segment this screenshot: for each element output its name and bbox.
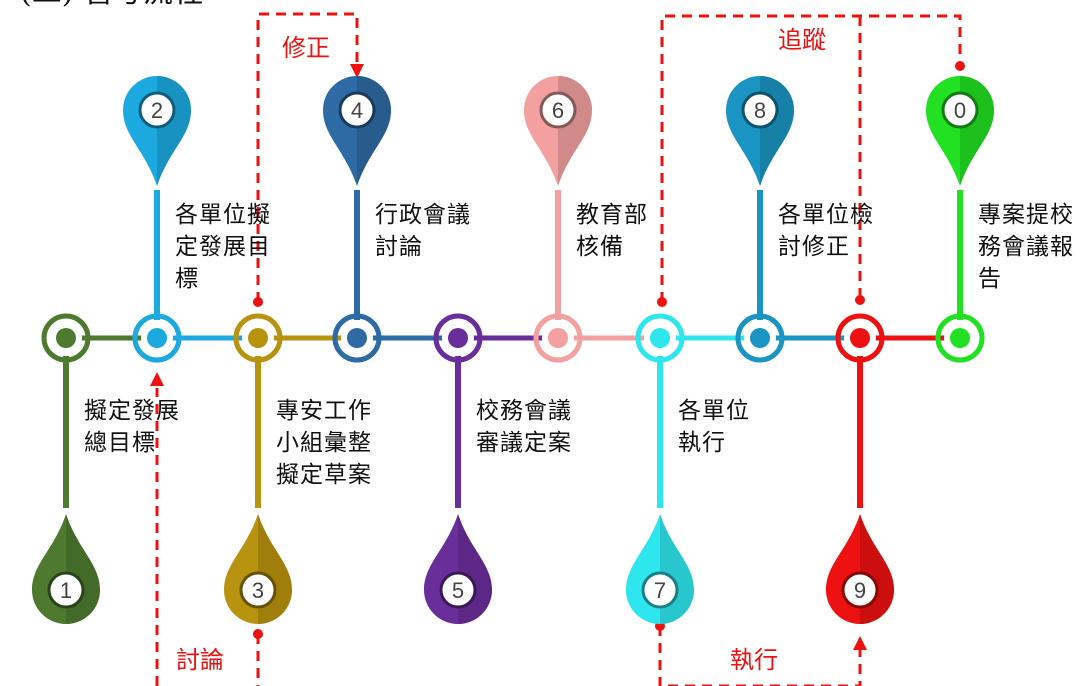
timeline-node-arc: [233, 313, 283, 339]
step-number: 5: [452, 578, 464, 603]
timeline-node-dot: [650, 328, 670, 348]
step-label-line: 核備: [576, 234, 624, 260]
step-label-line: 討論: [375, 234, 423, 260]
step-label-line: 專安工作: [276, 398, 372, 424]
step-label-line: 定發展目: [175, 234, 271, 260]
revise-loop-path: [256, 12, 359, 302]
track-dot-middle: [855, 295, 865, 305]
discuss-start-dot: [253, 629, 263, 639]
step-number-badge: [841, 571, 879, 609]
step-label-line: 小組彙整: [276, 430, 372, 456]
track-label: 追蹤: [778, 26, 826, 54]
step-number-badge: [439, 571, 477, 609]
timeline-node-arc: [433, 313, 483, 339]
step-label-line: 行政會議: [375, 202, 471, 228]
step-number: 8: [754, 98, 766, 123]
step-number: 6: [552, 98, 564, 123]
timeline-node-arc: [735, 337, 785, 363]
timeline-node-arc: [41, 313, 91, 339]
timeline-node-dot: [850, 328, 870, 348]
step-label-line: 標: [175, 266, 199, 292]
track-loop-left: [660, 14, 962, 302]
track-dot-right: [955, 61, 965, 71]
step-number: 4: [351, 98, 363, 123]
step-number-badge: [539, 91, 577, 129]
step-label-line: 告: [978, 266, 1002, 292]
feedback-loops: 修正 追蹤 討論 執行: [150, 12, 965, 686]
timeline-node-arc: [533, 337, 583, 363]
timeline-node-arc: [835, 313, 885, 339]
step-number-badge: [338, 91, 376, 129]
execute-label: 執行: [730, 646, 778, 674]
step-label-line: 各單位擬: [175, 202, 271, 228]
timeline: [41, 313, 985, 363]
execute-arrowhead: [853, 636, 867, 650]
step-label-line: 擬定草案: [276, 462, 372, 488]
discuss-loop-path: [155, 388, 260, 686]
revise-label: 修正: [282, 34, 330, 62]
timeline-node-dot: [750, 328, 770, 348]
track-dot-left: [657, 297, 667, 307]
step-number-badge: [239, 571, 277, 609]
revise-arrowhead: [350, 64, 364, 78]
execute-loop-path: [658, 626, 862, 686]
timeline-node-dot: [548, 328, 568, 348]
step-number-badge: [641, 571, 679, 609]
step-label-line: 討修正: [778, 234, 850, 260]
timeline-node-arc: [935, 337, 985, 363]
step-number-badge: [741, 91, 779, 129]
timeline-node-arc: [332, 337, 382, 363]
step-label-line: 總目標: [84, 430, 156, 456]
step-label-line: 審議定案: [476, 430, 572, 456]
revise-start-dot: [253, 297, 263, 307]
step-number-badge: [47, 571, 85, 609]
step-number-badge: [941, 91, 979, 129]
timeline-node-dot: [147, 328, 167, 348]
step-number: 0: [954, 98, 966, 123]
step-label-line: 各單位: [678, 398, 750, 424]
step-number: 1: [60, 578, 72, 603]
step-9: 9: [826, 356, 894, 624]
page-title: (二) 管考流程: [20, 0, 203, 10]
discuss-arrowhead: [150, 372, 164, 386]
step-number: 3: [252, 578, 264, 603]
timeline-node-arc: [635, 313, 685, 339]
timeline-node-dot: [448, 328, 468, 348]
timeline-node-dot: [56, 328, 76, 348]
step-label-line: 務會議報: [978, 234, 1074, 260]
step-label-line: 校務會議: [476, 398, 572, 424]
step-label-line: 各單位檢: [778, 202, 874, 228]
step-label-line: 擬定發展: [84, 398, 180, 424]
timeline-node-dot: [347, 328, 367, 348]
step-label-line: 專案提校: [978, 202, 1074, 228]
step-number-badge: [138, 91, 176, 129]
discuss-label: 討論: [176, 646, 224, 674]
step-number: 2: [151, 98, 163, 123]
timeline-node-dot: [248, 328, 268, 348]
timeline-node-arc: [132, 337, 182, 363]
step-label-line: 執行: [678, 430, 726, 456]
step-number: 7: [654, 578, 666, 603]
step-number: 9: [854, 578, 866, 603]
timeline-node-dot: [950, 328, 970, 348]
step-label-line: 教育部: [576, 202, 648, 228]
